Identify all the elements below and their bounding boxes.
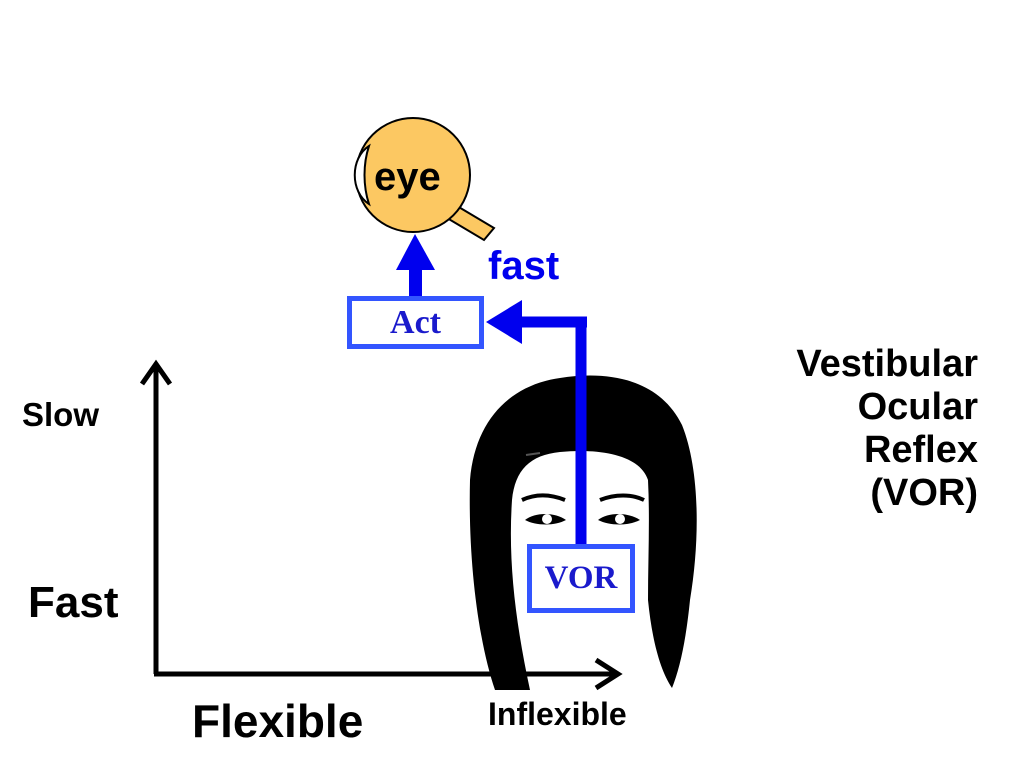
vor-title-line: Vestibular [796, 343, 978, 385]
act-box: Act [347, 296, 484, 349]
fast-path-label: fast [488, 244, 560, 288]
x-axis-label-inflexible: Inflexible [488, 696, 627, 732]
eyeball-icon [353, 117, 496, 242]
woman-face-icon [469, 375, 697, 690]
y-axis-label-slow: Slow [22, 396, 100, 433]
vor-pathway [396, 234, 587, 545]
y-axis-label-fast: Fast [28, 578, 119, 627]
pathway-arrowhead-left [486, 300, 522, 344]
vor-title-line: Reflex [863, 429, 978, 471]
vor-title-line: (VOR) [870, 472, 978, 514]
vor-title: Vestibular Ocular Reflex (VOR) [796, 343, 978, 515]
x-axis-label-flexible: Flexible [192, 695, 364, 747]
act-to-eye-stem [409, 268, 422, 298]
vor-title-line: Ocular [857, 386, 978, 428]
axes [139, 359, 623, 691]
act-to-eye-arrowhead [396, 234, 435, 270]
eye-label: eye [374, 155, 441, 199]
vor-box: VOR [527, 544, 635, 613]
x-axis-arrowhead [594, 657, 623, 691]
y-axis-arrowhead [139, 359, 173, 386]
